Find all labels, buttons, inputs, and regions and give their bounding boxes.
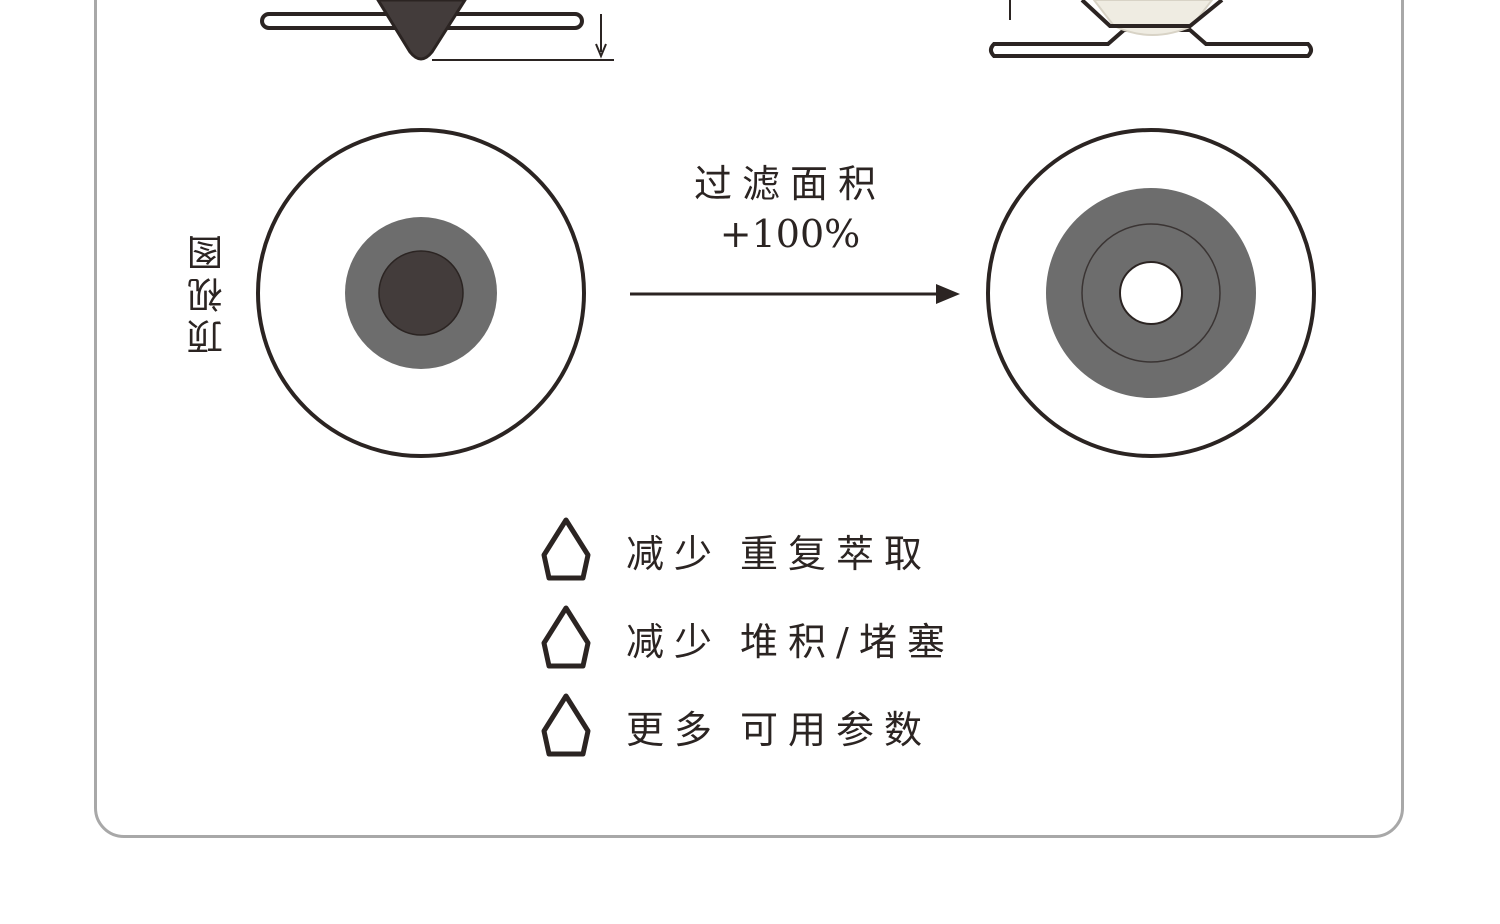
filter-area-increase: +100% <box>719 212 861 256</box>
filter-area-title: 过滤面积 <box>693 162 886 206</box>
cone-top-view <box>256 128 586 458</box>
water-drop-icon <box>541 693 591 757</box>
benefit-object: 堆积/堵塞 <box>740 619 955 664</box>
comparison-arrow <box>630 284 960 304</box>
flat-base-plate <box>989 28 1313 58</box>
benefit-item: 减少 堆积/堵塞 <box>536 594 1016 682</box>
benefit-verb: 减少 <box>626 531 723 576</box>
benefit-object: 重复萃取 <box>740 531 933 576</box>
depth-arrow-head-icon <box>595 43 607 59</box>
benefit-object: 可用参数 <box>740 707 933 752</box>
flat-holder-outline <box>1080 0 1224 28</box>
flat-inner-ring <box>1081 223 1221 363</box>
benefit-verb: 更多 <box>626 707 723 752</box>
benefit-list: 减少 重复萃取 减少 堆积/堵塞 更多 可用参数 <box>536 506 1016 770</box>
cone-dripper-side-view <box>260 0 614 61</box>
water-drop-icon <box>541 517 591 581</box>
flat-center-hole <box>1119 261 1183 325</box>
benefit-verb: 减少 <box>626 619 723 664</box>
benefit-item: 减少 重复萃取 <box>536 506 1016 594</box>
arrow-head-icon <box>936 284 960 304</box>
flat-cup-body <box>1092 0 1214 36</box>
top-view-label: 顶视图 <box>188 229 229 355</box>
benefit-item: 更多 可用参数 <box>536 682 1016 770</box>
cone-center-hole <box>378 250 464 336</box>
cone-tip-shape <box>376 0 467 61</box>
water-drop-icon <box>541 605 591 669</box>
flat-dripper-side-view <box>989 0 1313 58</box>
flat-top-view <box>986 128 1316 458</box>
